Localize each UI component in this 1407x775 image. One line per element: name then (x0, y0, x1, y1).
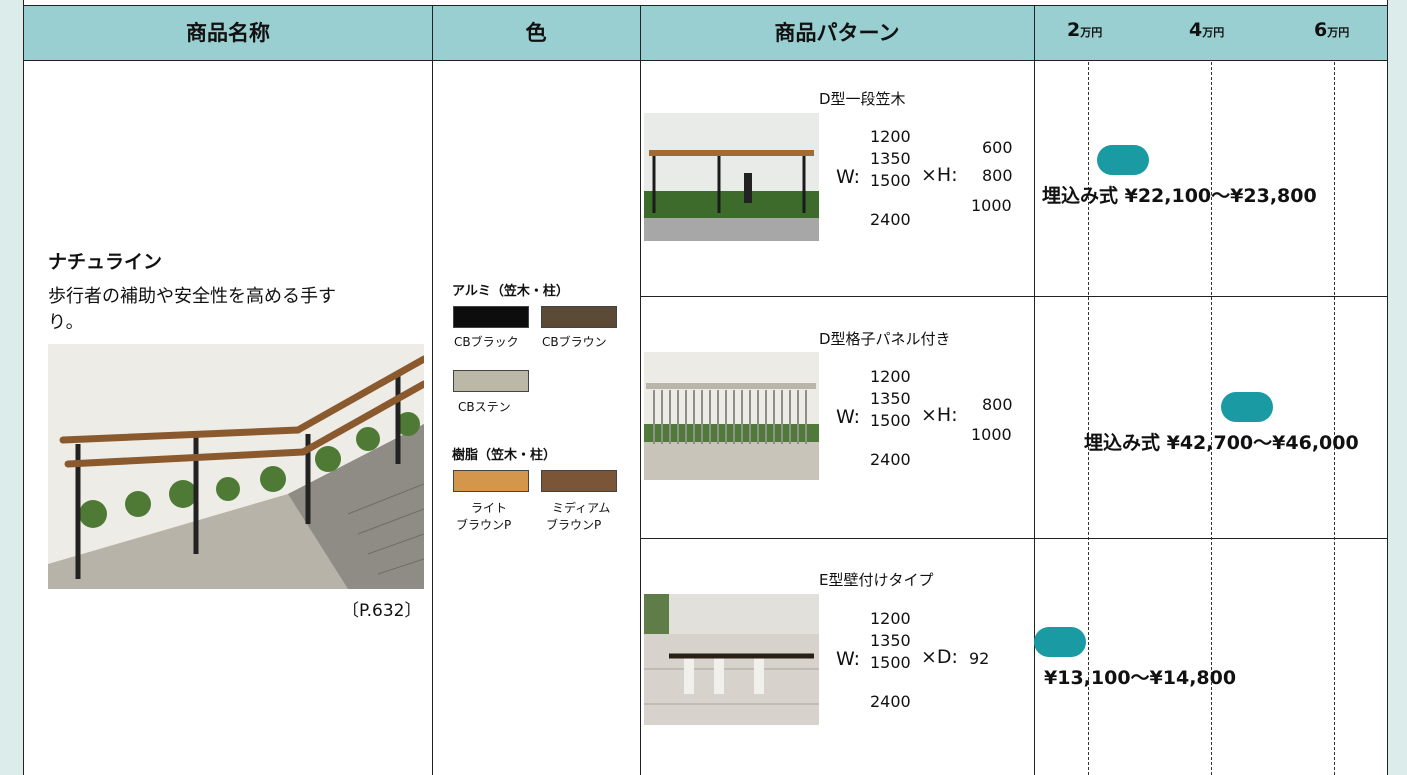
pattern-3-price-bar (1034, 627, 1086, 657)
pattern-1-dim-3: 1000 (971, 196, 1012, 215)
pattern-3-image (644, 594, 819, 725)
label-cb-black: CBブラック (454, 335, 519, 349)
label-medium-2: ブラウンP (546, 518, 602, 532)
pattern-2-dim-1: 800 (982, 395, 1013, 414)
pattern-3-title: E型壁付けタイプ (819, 571, 934, 589)
scale-line-2 (1088, 62, 1089, 775)
header-color: 色 (525, 21, 547, 45)
pattern-2-photo (644, 352, 819, 480)
row-divider-2 (640, 538, 1387, 539)
label-medium-1: ミディアム (552, 501, 611, 515)
pattern-2-w-label: W: (836, 406, 861, 428)
scale-tick-4: 4万円 (1189, 19, 1225, 41)
pattern-2-dim-2: 1000 (971, 425, 1012, 444)
resin-group-label: 樹脂（笠木・柱） (452, 448, 557, 463)
col-divider-3 (1034, 5, 1035, 775)
pattern-3-width-2: 1350 (870, 631, 911, 650)
header-pattern: 商品パターン (774, 21, 900, 45)
pattern-1-w-label: W: (836, 166, 861, 188)
handrail-stairs-image (48, 344, 424, 589)
label-light-2: ブラウンP (456, 518, 512, 532)
swatch-cb-brown (541, 306, 617, 328)
pattern-3-photo (644, 594, 819, 725)
pattern-1-photo (644, 113, 819, 241)
pattern-3-width-1: 1200 (870, 609, 911, 628)
page-reference: 〔P.632〕 (342, 601, 422, 621)
pattern-2-dim-label: ×H: (921, 404, 958, 426)
pattern-1-width-1: 1200 (870, 127, 911, 146)
pattern-3-width-3: 1500 (870, 653, 911, 672)
row-divider-1 (640, 296, 1387, 297)
pattern-2-price: 埋込み式 ¥42,700〜¥46,000 (1084, 432, 1359, 454)
col-divider-2 (640, 5, 641, 775)
pattern-2-width-2: 1350 (870, 389, 911, 408)
pattern-2-width-3: 1500 (870, 411, 911, 430)
pattern-1-title: D型一段笠木 (819, 90, 906, 108)
product-photo (48, 344, 424, 589)
pattern-2-image (644, 352, 819, 480)
pattern-3-dim-1: 92 (969, 649, 990, 668)
pattern-1-width-2: 1350 (870, 149, 911, 168)
pattern-2-width-4: 2400 (870, 450, 911, 469)
pattern-3-dim-label: ×D: (921, 646, 958, 668)
pattern-3-width-4: 2400 (870, 692, 911, 711)
swatch-cb-sten (453, 370, 529, 392)
label-cb-sten: CBステン (458, 400, 511, 414)
pattern-1-image (644, 113, 819, 241)
swatch-light-brown (453, 470, 529, 492)
pattern-1-dim-label: ×H: (921, 164, 958, 186)
product-name: ナチュライン (48, 251, 163, 273)
pattern-1-price-bar (1097, 145, 1149, 175)
scale-line-6 (1334, 62, 1335, 775)
col-divider-1 (432, 5, 433, 775)
pattern-3-w-label: W: (836, 648, 861, 670)
pattern-2-title: D型格子パネル付き (819, 330, 951, 348)
product-description-2: り。 (48, 312, 84, 333)
scale-line-4 (1211, 62, 1212, 775)
product-table: 商品名称 色 商品パターン 2万円 4万円 6万円 ナチュライン 歩行者の補助や… (23, 0, 1388, 775)
swatch-cb-black (453, 306, 529, 328)
pattern-1-width-4: 2400 (870, 210, 911, 229)
pattern-3-price: ¥13,100〜¥14,800 (1044, 667, 1237, 689)
pattern-1-dim-1: 600 (982, 138, 1013, 157)
table-header: 商品名称 色 商品パターン 2万円 4万円 6万円 (24, 5, 1387, 61)
pattern-2-price-bar (1221, 392, 1273, 422)
scale-tick-2: 2万円 (1067, 19, 1103, 41)
label-light-1: ライト (471, 501, 508, 515)
pattern-1-dim-2: 800 (982, 166, 1013, 185)
product-description-1: 歩行者の補助や安全性を高める手す (48, 286, 336, 307)
pattern-2-width-1: 1200 (870, 367, 911, 386)
header-name: 商品名称 (186, 21, 270, 45)
pattern-1-width-3: 1500 (870, 171, 911, 190)
swatch-medium-brown (541, 470, 617, 492)
label-cb-brown: CBブラウン (542, 335, 607, 349)
pattern-1-price: 埋込み式 ¥22,100〜¥23,800 (1042, 185, 1317, 207)
scale-tick-6: 6万円 (1314, 19, 1350, 41)
alumi-group-label: アルミ（笠木・柱） (452, 284, 569, 299)
